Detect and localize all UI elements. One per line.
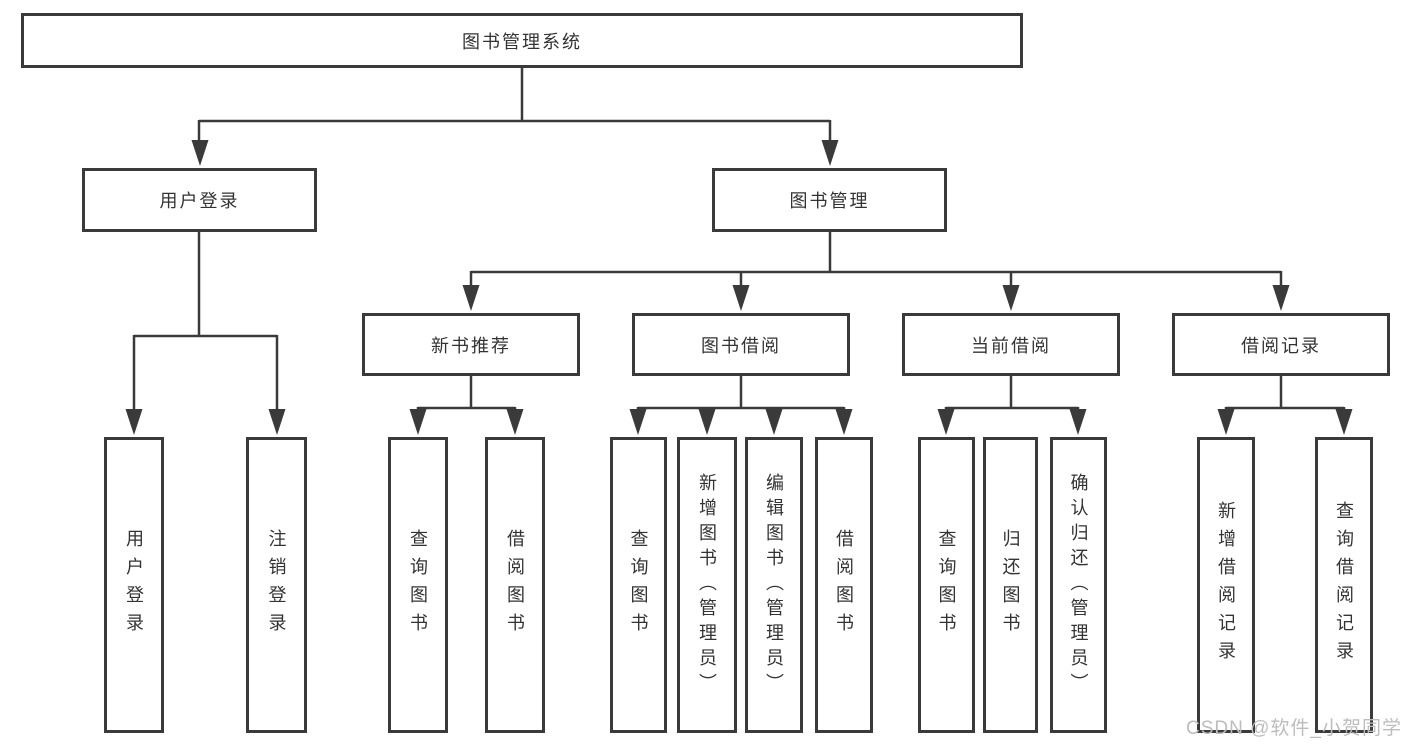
arrowheads [125,140,1353,435]
leaf-edit-books-admin: 编辑图书（管理员） [745,437,803,733]
leaf-borrow-query-books: 查询图书 [610,437,667,733]
leaf-borrow-books-label: 借阅图书 [834,529,854,641]
leaf-query-borrow-record-label: 查询借阅记录 [1334,501,1354,669]
node-current-borrow-label: 当前借阅 [971,335,1051,356]
leaf-return-books-label: 归还图书 [1000,529,1021,641]
leaf-confirm-return-admin-label: 确认归还（管理员） [1068,472,1089,698]
node-user-login-label: 用户登录 [159,191,240,211]
leaf-add-borrow-record-label: 新增借阅记录 [1216,501,1236,669]
node-book-borrow: 图书借阅 [632,313,850,376]
node-book-management-label: 图书管理 [789,191,870,211]
leaf-add-books-admin: 新增图书（管理员） [677,437,737,733]
leaf-current-query-books: 查询图书 [918,437,975,733]
leaf-add-borrow-record: 新增借阅记录 [1197,437,1255,733]
leaf-borrow-query-books-label: 查询图书 [628,529,649,641]
leaf-user-login: 用户登录 [104,437,164,733]
node-root: 图书管理系统 [21,13,1023,68]
node-new-book-recommend: 新书推荐 [362,313,580,376]
node-root-label: 图书管理系统 [462,31,582,52]
leaf-add-books-admin-label: 新增图书（管理员） [697,472,717,698]
leaf-borrow-books: 借阅图书 [815,437,873,733]
leaf-return-books: 归还图书 [983,437,1038,733]
node-borrow-records-label: 借阅记录 [1241,335,1321,356]
node-current-borrow: 当前借阅 [902,313,1120,376]
leaf-newrec-borrow-books: 借阅图书 [485,437,545,733]
leaf-query-borrow-record: 查询借阅记录 [1315,437,1373,733]
leaf-newrec-query-books: 查询图书 [388,437,448,733]
leaf-current-query-books-label: 查询图书 [936,529,957,641]
leaf-confirm-return-admin: 确认归还（管理员） [1050,437,1107,733]
leaf-user-login-label: 用户登录 [124,529,144,641]
node-borrow-records: 借阅记录 [1172,313,1390,376]
node-book-borrow-label: 图书借阅 [701,335,781,356]
leaf-logout-label: 注销登录 [266,529,287,641]
node-user-login: 用户登录 [82,168,317,232]
leaf-logout: 注销登录 [246,437,307,733]
csdn-watermark: CSDN @软件_小贺同学 [1186,718,1402,739]
leaf-newrec-query-books-label: 查询图书 [408,529,428,641]
leaf-newrec-borrow-books-label: 借阅图书 [505,529,525,641]
node-book-management: 图书管理 [712,168,947,232]
node-new-book-recommend-label: 新书推荐 [431,335,511,356]
leaf-edit-books-admin-label: 编辑图书（管理员） [764,472,784,698]
